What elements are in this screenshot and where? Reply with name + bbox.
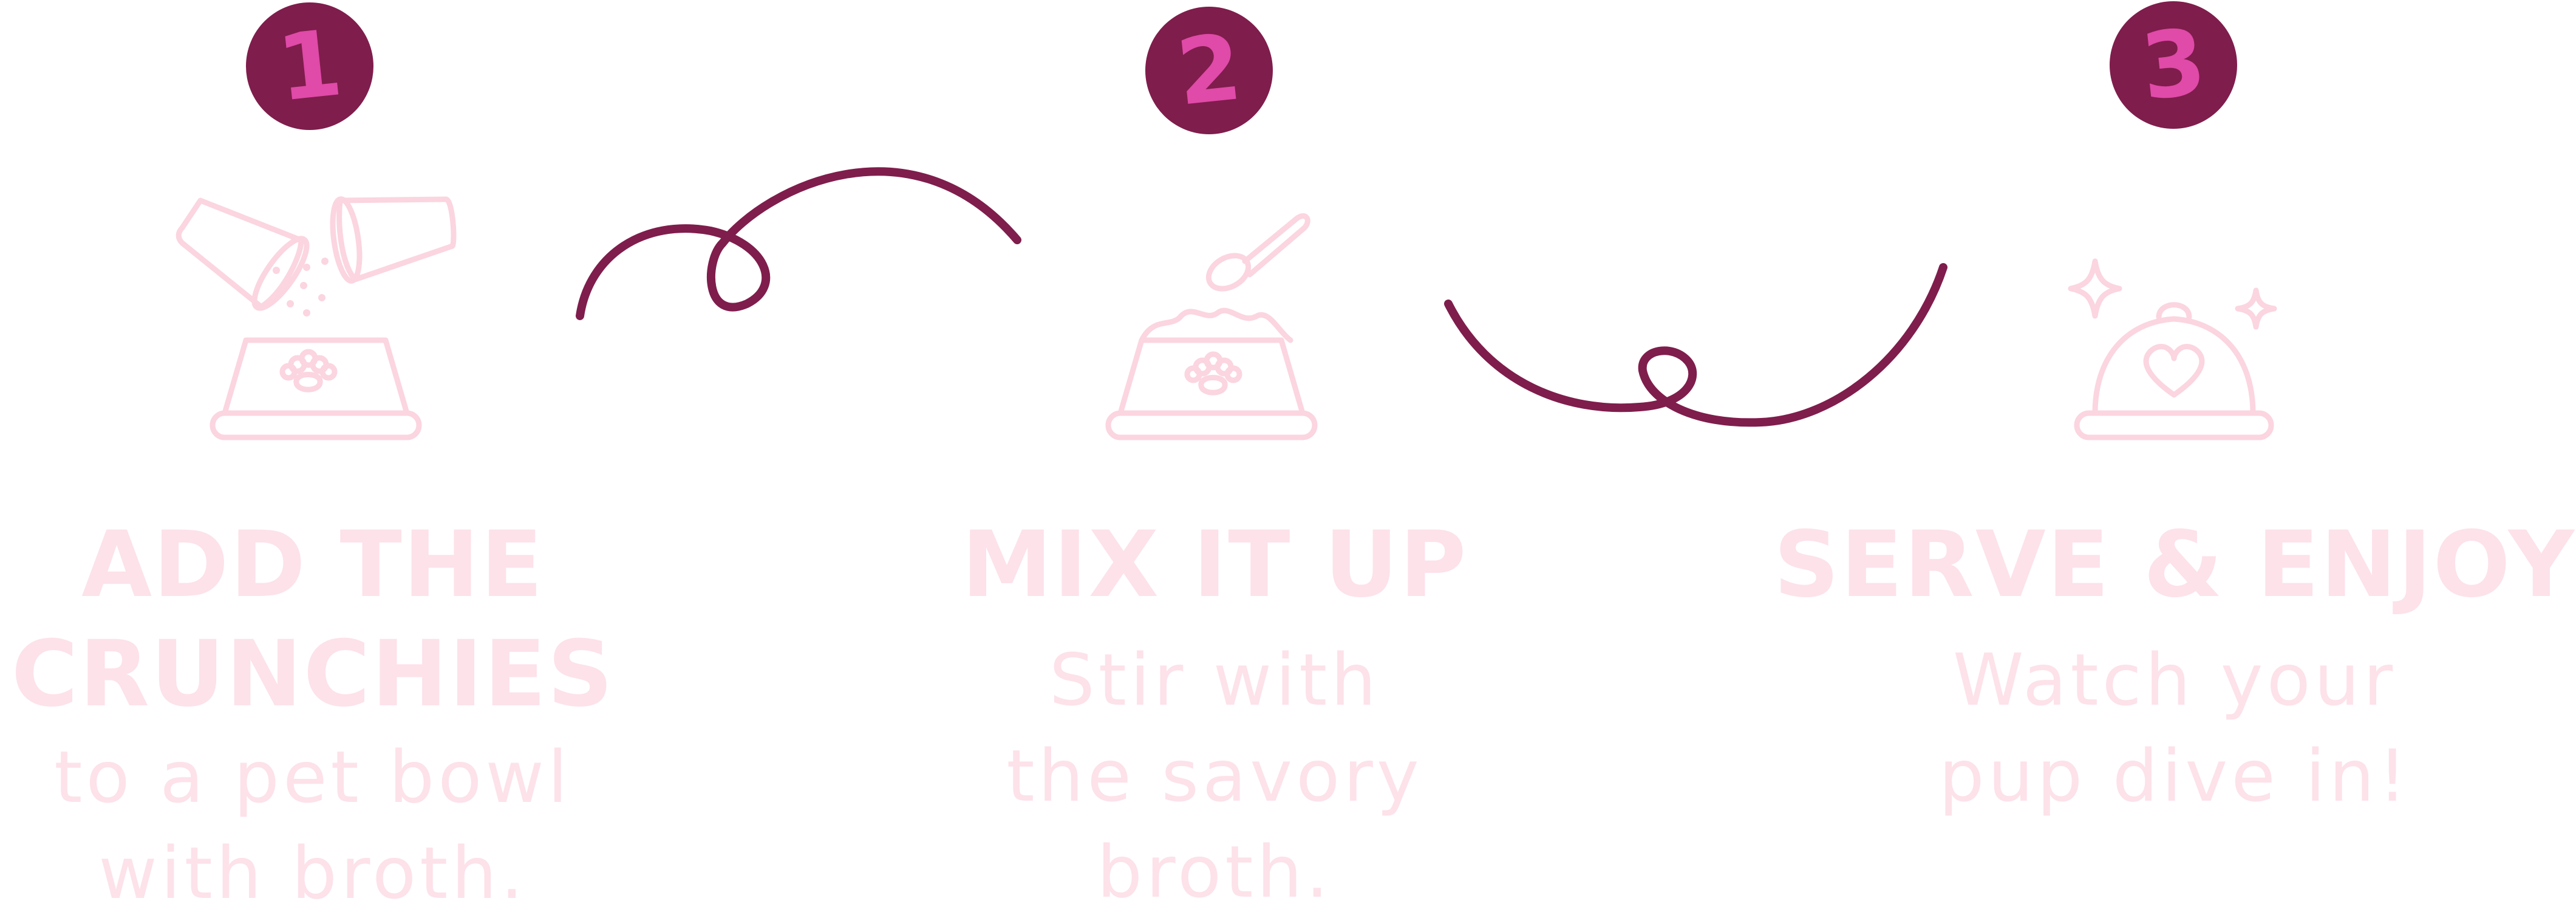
step-3-text: SERVE & ENJOY Watch your pup dive in! [1773, 510, 2576, 824]
step-1-title: ADD THE CRUNCHIES [11, 512, 615, 727]
step-number-badge-1: 1 [246, 2, 373, 130]
step-2-description: Stir with the savory broth. [1006, 638, 1423, 914]
pour-cups-into-bowl-icon [175, 196, 457, 440]
step-2-text: MIX IT UP Stir with the savory broth. [911, 510, 1518, 920]
step-number-1: 1 [273, 10, 347, 122]
step-number-badge-3: 3 [2110, 1, 2237, 129]
spoon-mixing-bowl-icon [1105, 213, 1318, 440]
step-1-text: ADD THE CRUNCHIES to a pet bowl with bro… [0, 510, 625, 921]
step-number-3: 3 [2136, 9, 2210, 121]
step-3-description: Watch your pup dive in! [1938, 638, 2411, 818]
serving-cloche-heart-icon [2068, 258, 2277, 440]
step-3-title: SERVE & ENJOY [1773, 512, 2576, 618]
step-number-badge-2: 2 [1145, 7, 1273, 134]
connector-squiggle-1 [576, 167, 1021, 320]
connector-squiggle-2 [1444, 263, 1947, 427]
step-1-description: to a pet bowl with broth. [54, 735, 571, 915]
step-2-title: MIX IT UP [961, 512, 1468, 618]
step-number-2: 2 [1172, 15, 1246, 126]
